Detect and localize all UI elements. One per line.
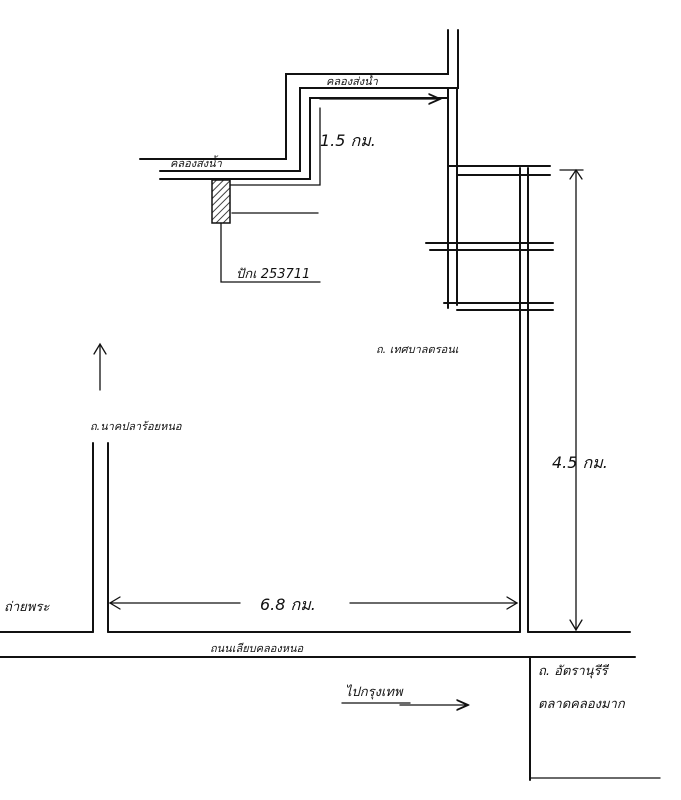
label-bottom-right-2: ตลาดคลองมาก xyxy=(538,697,626,712)
label-distance-horizontal: 6.8 กม. xyxy=(260,595,316,614)
label-direction: ไปกรุงเทพ xyxy=(345,684,404,700)
label-canal-left: คลองส่งน้ำ xyxy=(170,155,223,170)
label-road-left-top: ถ.นาคปลาร้อยหนอ xyxy=(90,420,182,433)
label-distance-canal: 1.5 กม. xyxy=(320,131,376,150)
right-road-grid xyxy=(425,87,554,633)
label-bottom-right-1: ถ. อัตรานุรีรี xyxy=(538,663,610,679)
label-main-road: ถนนเลียบคลองหนอ xyxy=(210,642,303,655)
canal xyxy=(139,29,459,186)
label-left-road: ถ่ายพระ xyxy=(4,600,50,615)
main-road xyxy=(0,631,661,781)
left-vertical-road xyxy=(92,342,109,633)
label-road-right: ถ. เทศบาลตรอนเ xyxy=(376,343,459,356)
pole-marker xyxy=(211,179,231,224)
label-pole: ปักเ 253711 xyxy=(236,267,310,282)
label-canal-top: คลองส่งน้ำ xyxy=(326,73,379,88)
label-distance-vertical: 4.5 กม. xyxy=(552,453,608,472)
